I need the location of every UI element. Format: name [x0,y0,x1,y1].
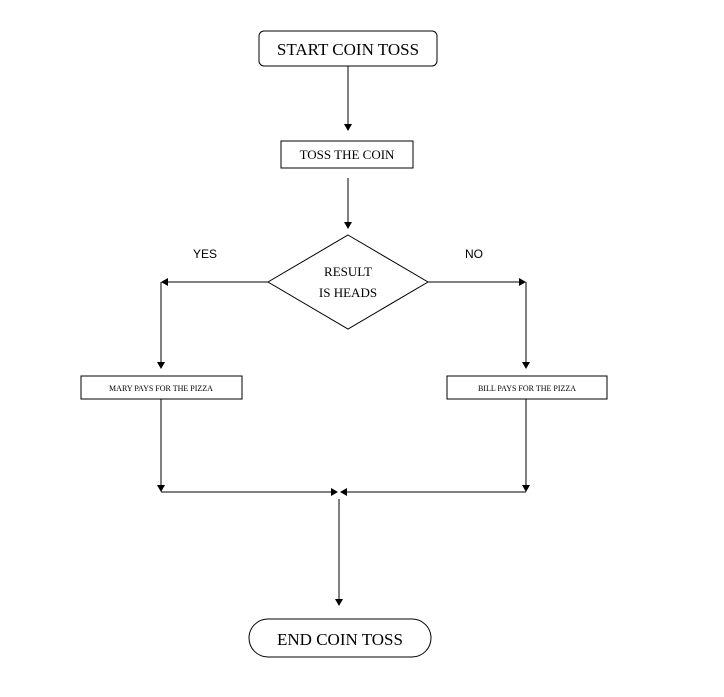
bill-node: BILL PAYS FOR THE PIZZA [446,375,608,400]
mary-node-label: MARY PAYS FOR THE PIZZA [109,384,213,393]
start-node-label: START COIN TOSS [277,40,419,59]
arrow-bill-to-merge [340,399,530,496]
toss-node-label: TOSS THE COIN [300,147,395,162]
decision-label-line1: RESULT [324,264,372,279]
bill-node-label: BILL PAYS FOR THE PIZZA [478,384,576,393]
decision-node: RESULT IS HEADS [267,234,429,330]
decision-label-line2: IS HEADS [319,285,377,300]
arrow-no-branch [428,278,530,369]
arrow-merge-to-end [335,499,343,606]
end-node: END COIN TOSS [248,618,432,658]
arrow-toss-to-decision [344,178,352,229]
toss-node: TOSS THE COIN [280,140,414,169]
end-node-label: END COIN TOSS [277,630,403,649]
arrow-start-to-toss [344,66,352,131]
arrow-mary-to-merge [157,399,338,496]
mary-node: MARY PAYS FOR THE PIZZA [80,375,243,400]
yes-branch-label: YES [193,247,217,261]
no-branch-label: NO [465,247,483,261]
arrow-yes-branch [157,278,268,369]
start-node: START COIN TOSS [258,30,438,67]
